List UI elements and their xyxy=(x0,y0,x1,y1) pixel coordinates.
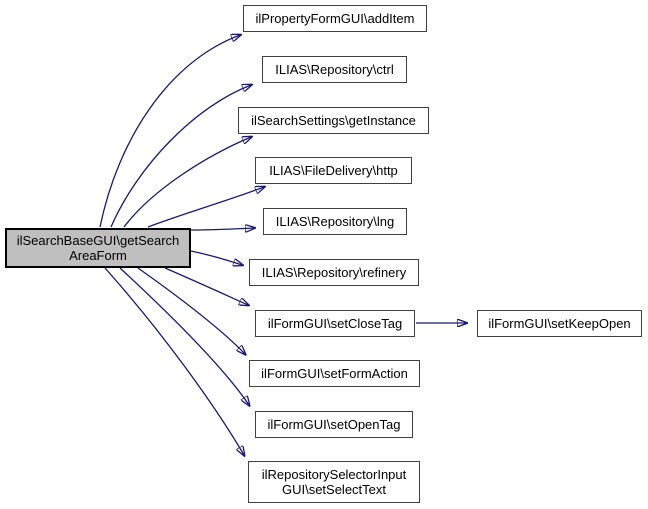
node-label-line: ilFormGUI\setOpenTag xyxy=(267,417,401,432)
edge-getSearchAreaForm-to-setOpenTag xyxy=(119,267,249,405)
node-label-line: ILIAS\FileDelivery\http xyxy=(269,163,398,178)
edge-getSearchAreaForm-to-setCloseTag xyxy=(164,267,248,305)
node-label-line: ilSearchBaseGUI\getSearch xyxy=(16,233,180,248)
node-setFormAction[interactable]: ilFormGUI\setFormAction xyxy=(249,360,420,387)
edge-getSearchAreaForm-to-refinery xyxy=(190,250,242,265)
edge-getSearchAreaForm-to-addItem xyxy=(99,35,240,228)
node-label-line: ilSearchSettings\getInstance xyxy=(251,113,416,128)
node-setCloseTag[interactable]: ilFormGUI\setCloseTag xyxy=(255,310,415,337)
node-getSearchAreaForm[interactable]: ilSearchBaseGUI\getSearch AreaForm xyxy=(5,228,191,268)
node-label-line: ilRepositorySelectorInput xyxy=(261,467,407,482)
node-label-line: ilFormGUI\setFormAction xyxy=(261,366,408,381)
node-addItem[interactable]: ilPropertyFormGUI\addItem xyxy=(243,5,427,32)
edge-getSearchAreaForm-to-getInstance xyxy=(123,137,251,228)
edge-getSearchAreaForm-to-http xyxy=(147,187,264,228)
node-http[interactable]: ILIAS\FileDelivery\http xyxy=(255,157,412,184)
node-refinery[interactable]: ILIAS\Repository\refinery xyxy=(249,259,419,286)
node-label-line: ILIAS\Repository\lng xyxy=(275,214,395,229)
node-label-line: ILIAS\Repository\refinery xyxy=(261,265,407,280)
edge-getSearchAreaForm-to-setFormAction xyxy=(137,267,245,354)
node-lng[interactable]: ILIAS\Repository\lng xyxy=(263,208,407,235)
edge-getSearchAreaForm-to-setSelectText xyxy=(104,267,244,455)
node-label-line: ilFormGUI\setKeepOpen xyxy=(488,316,631,331)
node-getInstance[interactable]: ilSearchSettings\getInstance xyxy=(238,107,429,134)
node-setSelectText[interactable]: ilRepositorySelectorInput GUI\setSelectT… xyxy=(248,461,420,503)
node-label-line: AreaForm xyxy=(69,248,127,263)
node-label-line: ILIAS\Repository\ctrl xyxy=(275,62,394,77)
edge-getSearchAreaForm-to-lng xyxy=(190,228,254,230)
node-label-line: ilFormGUI\setCloseTag xyxy=(267,316,403,331)
node-setKeepOpen[interactable]: ilFormGUI\setKeepOpen xyxy=(477,310,642,337)
node-label-line: GUI\setSelectText xyxy=(281,482,387,497)
node-setOpenTag[interactable]: ilFormGUI\setOpenTag xyxy=(255,411,413,438)
node-label-line: ilPropertyFormGUI\addItem xyxy=(255,11,415,26)
edge-getSearchAreaForm-to-ctrl xyxy=(110,85,251,228)
node-ctrl[interactable]: ILIAS\Repository\ctrl xyxy=(262,56,407,83)
